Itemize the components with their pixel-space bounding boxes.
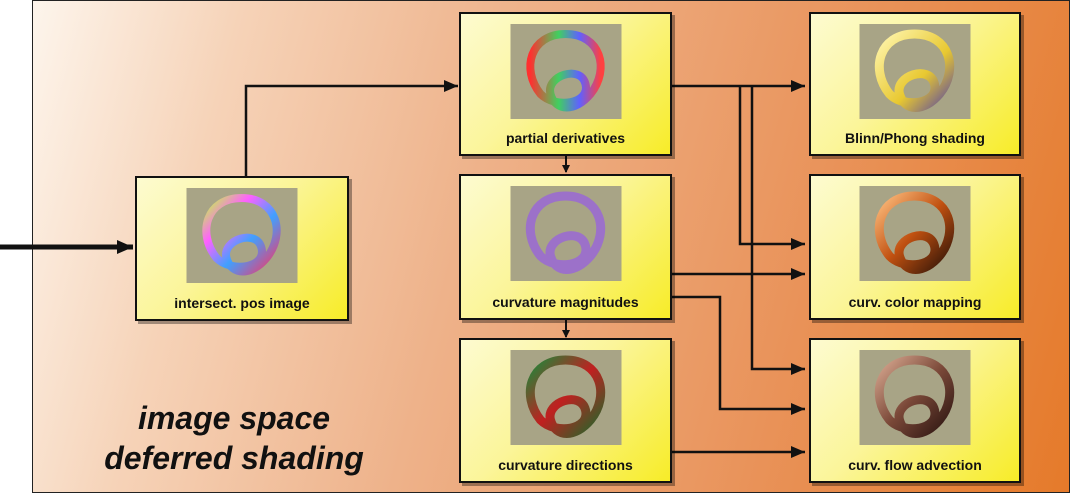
node-label: intersect. pos image [174,295,310,311]
node-label: curvature directions [498,457,633,473]
node-label: curv. flow advection [848,457,982,473]
diagram-title: image space deferred shading [74,398,394,478]
knot-thumbnail-rainbow [186,188,298,283]
node-label: curvature magnitudes [492,294,639,310]
node-curv-flow-advection: curv. flow advection [809,338,1021,483]
node-curv-color-mapping: curv. color mapping [809,174,1021,320]
node-label: curv. color mapping [848,294,982,310]
knot-thumbnail-derivatives [510,24,621,119]
knot-thumbnail-directions [510,350,621,445]
knot-thumbnail-blinn [859,24,971,119]
knot-thumbnail-flow [859,350,971,445]
knot-thumbnail-color-mapping [859,186,971,281]
edge-partial-bus-b [750,86,805,375]
edge-partial-bus-a [738,86,805,250]
node-label: partial derivatives [505,130,626,146]
node-label: Blinn/Phong shading [845,130,985,146]
node-intersect-pos-image: intersect. pos image [135,176,349,321]
title-line-1: image space [137,400,331,436]
edge-intersect-partial [244,80,458,177]
knot-thumbnail-magnitudes [510,186,621,281]
node-partial-derivatives: partial derivatives [459,12,672,156]
title-line-2: deferred shading [104,440,364,476]
edge-magnitudes-flow [672,295,805,415]
node-blinn-phong-shading: Blinn/Phong shading [809,12,1021,156]
node-curvature-directions: curvature directions [459,338,672,483]
node-curvature-magnitudes: curvature magnitudes [459,174,672,320]
